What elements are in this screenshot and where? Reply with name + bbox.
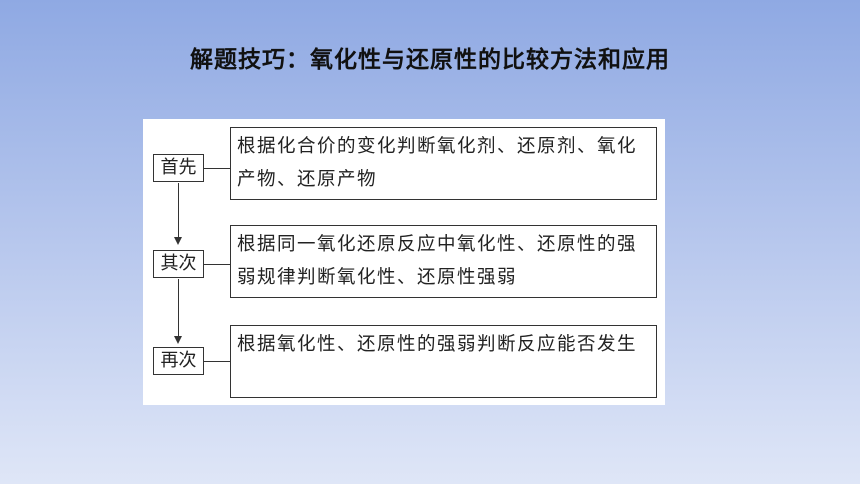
arrow-line-1 bbox=[178, 183, 179, 237]
step-1-connector bbox=[204, 168, 230, 169]
slide-title: 解题技巧：氧化性与还原性的比较方法和应用 bbox=[190, 47, 670, 73]
arrow-line-2 bbox=[178, 279, 179, 336]
step-1-description: 根据化合价的变化判断氧化剂、还原剂、氧化产物、还原产物 bbox=[230, 127, 657, 200]
step-3-description: 根据氧化性、还原性的强弱判断反应能否发生 bbox=[230, 325, 657, 398]
arrow-down-icon bbox=[174, 237, 182, 245]
step-3-connector bbox=[204, 361, 230, 362]
step-1-label: 首先 bbox=[153, 154, 204, 182]
step-3-label: 再次 bbox=[153, 347, 204, 375]
step-2-label: 其次 bbox=[153, 250, 204, 278]
flowchart-panel: 根据化合价的变化判断氧化剂、还原剂、氧化产物、还原产物 首先 根据同一氧化还原反… bbox=[143, 119, 665, 405]
step-2-description: 根据同一氧化还原反应中氧化性、还原性的强弱规律判断氧化性、还原性强弱 bbox=[230, 225, 657, 298]
step-2-connector bbox=[204, 264, 230, 265]
arrow-down-icon bbox=[174, 336, 182, 344]
